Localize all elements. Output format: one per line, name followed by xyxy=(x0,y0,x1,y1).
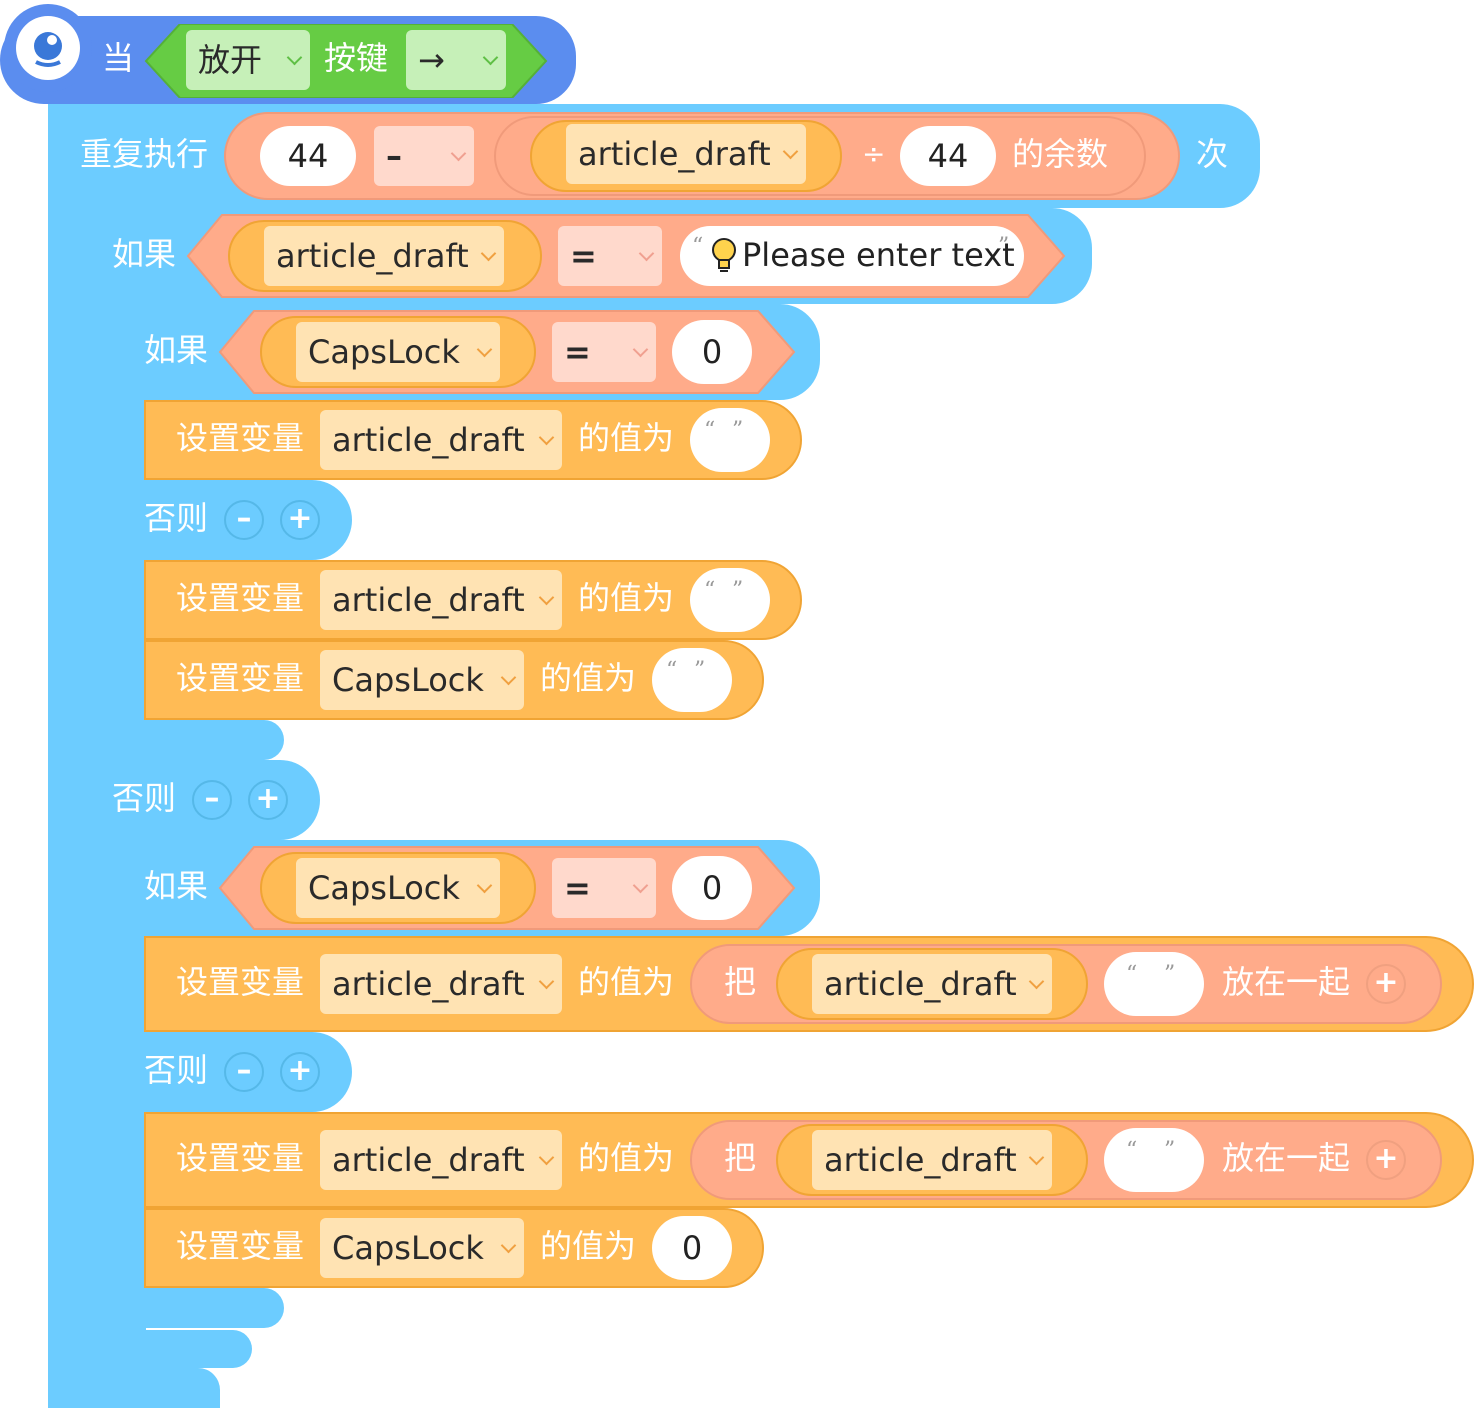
event-when-label: 当 xyxy=(102,39,135,77)
if-inner2-operator-dropdown[interactable]: = xyxy=(552,858,656,918)
set-value-input[interactable]: 0 xyxy=(652,1216,732,1280)
set-variable-dropdown[interactable]: article_draft xyxy=(320,954,562,1014)
if-outer-variable-dropdown[interactable]: article_draft xyxy=(264,226,504,286)
if-outer-operator-dropdown[interactable]: = xyxy=(558,226,662,286)
set-value-label: 的值为 xyxy=(578,579,675,617)
else-add-button[interactable]: + xyxy=(280,500,320,540)
if-inner2-variable-dropdown[interactable]: CapsLock xyxy=(296,858,500,918)
repeat-times-label: 次 xyxy=(1196,135,1229,173)
else-outer-label: 否则 xyxy=(112,779,177,817)
subtract-operator-dropdown[interactable]: – xyxy=(374,126,474,186)
else-inner2-label: 否则 xyxy=(144,1051,209,1089)
else-remove-button[interactable]: – xyxy=(224,500,264,540)
set-variable-label: 设置变量 xyxy=(176,963,305,1001)
if-inner1-variable-dropdown[interactable]: CapsLock xyxy=(296,322,500,382)
if-inner1-operator-dropdown[interactable]: = xyxy=(552,322,656,382)
event-key-label: 按键 xyxy=(324,39,389,77)
join-variable-dropdown[interactable]: article_draft xyxy=(812,954,1052,1014)
set-value-label: 的值为 xyxy=(578,419,675,457)
set-value-text-input[interactable]: “ ” xyxy=(652,648,732,712)
if-inner1-label: 如果 xyxy=(144,331,209,369)
repeat-label: 重复执行 xyxy=(80,135,209,173)
set-variable-dropdown[interactable]: article_draft xyxy=(320,1130,562,1190)
set-variable-label: 设置变量 xyxy=(176,579,305,617)
if-else-inner2-arm xyxy=(112,930,146,1330)
else-remove-button[interactable]: – xyxy=(192,780,232,820)
else-inner1-label: 否则 xyxy=(144,499,209,537)
set-variable-label: 设置变量 xyxy=(176,1139,305,1177)
event-key-dropdown[interactable]: → xyxy=(406,30,506,90)
set-variable-dropdown[interactable]: CapsLock xyxy=(320,650,524,710)
set-value-label: 的值为 xyxy=(540,659,637,697)
set-variable-dropdown[interactable]: CapsLock xyxy=(320,1218,524,1278)
set-variable-label: 设置变量 xyxy=(176,419,305,457)
set-variable-label: 设置变量 xyxy=(176,659,305,697)
mod-suffix-label: 的余数 xyxy=(1012,135,1109,173)
if-inner1-value-input[interactable]: 0 xyxy=(672,320,752,384)
set-value-label: 的值为 xyxy=(578,1139,675,1177)
if-else-inner1-arm xyxy=(112,396,146,760)
set-value-label: 的值为 xyxy=(540,1227,637,1265)
if-inner2-value-input[interactable]: 0 xyxy=(672,856,752,920)
repeat-block-foot xyxy=(48,1368,220,1408)
else-add-button[interactable]: + xyxy=(248,780,288,820)
set-variable-dropdown[interactable]: article_draft xyxy=(320,570,562,630)
if-outer-label: 如果 xyxy=(112,235,177,273)
join-add-button[interactable]: + xyxy=(1366,1140,1406,1180)
else-add-button[interactable]: + xyxy=(280,1052,320,1092)
if-inner2-label: 如果 xyxy=(144,867,209,905)
if-outer-text-input[interactable]: “ Please enter text ” xyxy=(680,226,1024,286)
repeat-left-value-input[interactable]: 44 xyxy=(260,126,356,186)
set-value-text-input[interactable]: “ ” xyxy=(690,408,770,472)
join-variable-dropdown[interactable]: article_draft xyxy=(812,1130,1052,1190)
set-value-label: 的值为 xyxy=(578,963,675,1001)
event-action-dropdown[interactable]: 放开 xyxy=(186,30,310,90)
join-suffix-label: 放在一起 xyxy=(1222,963,1351,1001)
set-value-text-input[interactable]: “ ” xyxy=(690,568,770,632)
set-variable-dropdown[interactable]: article_draft xyxy=(320,410,562,470)
join-suffix-label: 放在一起 xyxy=(1222,1139,1351,1177)
join-label: 把 xyxy=(724,1139,757,1177)
lightbulb-icon xyxy=(712,238,736,272)
join-label: 把 xyxy=(724,963,757,1001)
repeat-block-arm xyxy=(48,200,82,1408)
mod-variable-dropdown[interactable]: article_draft xyxy=(566,124,806,184)
divide-symbol: ÷ xyxy=(862,137,886,170)
else-remove-button[interactable]: – xyxy=(224,1052,264,1092)
set-variable-label: 设置变量 xyxy=(176,1227,305,1265)
if-else-outer-foot xyxy=(80,1330,252,1368)
join-text-input[interactable]: “ ” xyxy=(1104,952,1204,1016)
if-else-inner2-foot xyxy=(112,1288,284,1328)
mod-value-input[interactable]: 44 xyxy=(900,126,996,186)
if-else-inner1-foot xyxy=(112,720,284,760)
if-outer-text-value: Please enter text xyxy=(742,236,1015,274)
join-add-button[interactable]: + xyxy=(1366,964,1406,1004)
join-text-input[interactable]: “ ” xyxy=(1104,1128,1204,1192)
sensor-icon xyxy=(16,16,80,80)
